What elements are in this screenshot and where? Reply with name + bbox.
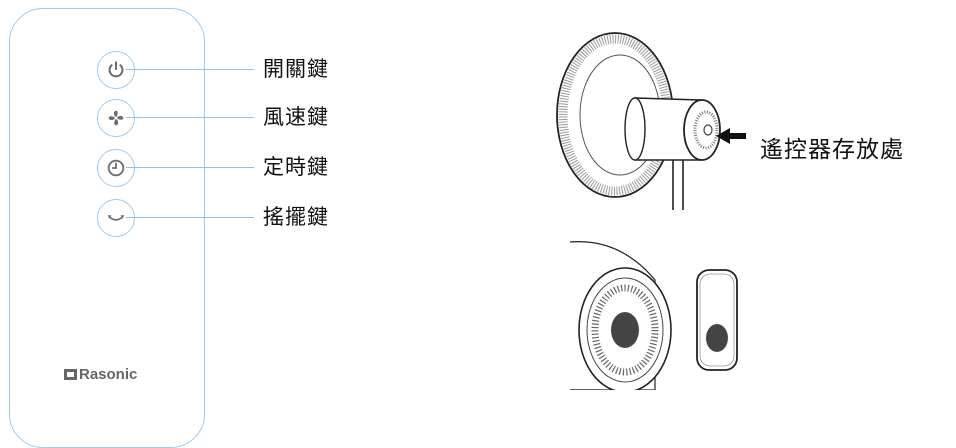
fan-speed-key-label: 風速鍵	[263, 105, 329, 129]
timer-leader-line	[126, 167, 254, 169]
brand-logo-text: Rasonic	[64, 366, 137, 383]
oscillate-icon	[107, 215, 125, 221]
oscillate-key-label: 搖擺鍵	[263, 205, 329, 229]
storage-arrow-icon	[716, 128, 746, 144]
timer-icon	[107, 159, 125, 177]
power-icon	[108, 61, 124, 78]
power-leader-line	[126, 69, 254, 71]
remote-storage-label: 遙控器存放處	[760, 137, 904, 163]
fan-speed-leader-line	[126, 117, 254, 119]
power-key-label: 開關鍵	[263, 57, 329, 81]
oscillate-leader-line	[126, 217, 254, 219]
fan-head-back-view	[556, 32, 746, 210]
brand-name: Rasonic	[79, 366, 138, 383]
timer-key-label: 定時鍵	[263, 155, 329, 179]
remote-control: Rasonic	[9, 8, 205, 448]
remote-dock-detail	[569, 241, 738, 390]
fan-illustration	[556, 32, 746, 390]
rasonic-logo-icon	[64, 369, 77, 380]
fan-icon	[108, 110, 124, 126]
